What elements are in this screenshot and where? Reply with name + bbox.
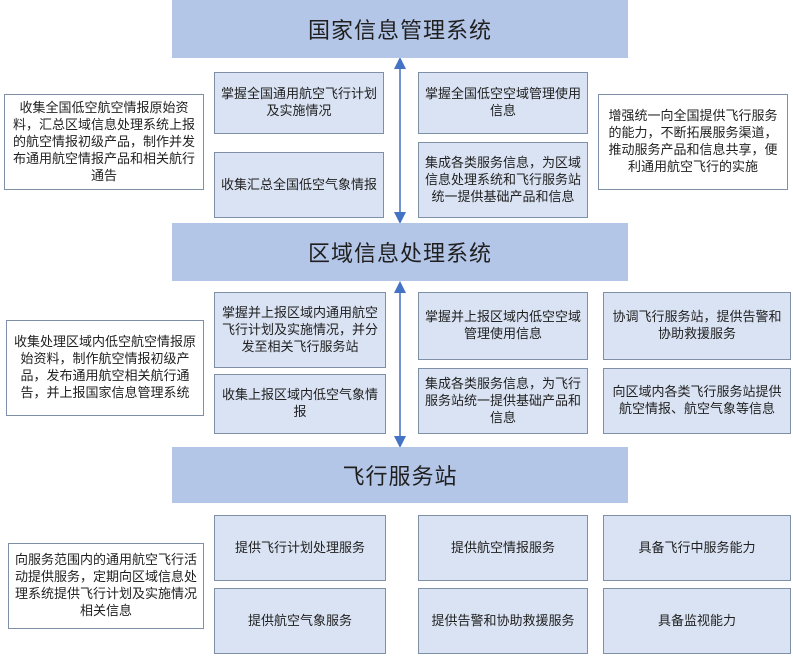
national-box-airspace: 掌握全国低空空域管理使用信息 (418, 72, 588, 134)
station-box-aeronautical-info: 提供航空情报服务 (418, 515, 588, 581)
flight-service-station-banner: 飞行服务站 (172, 447, 628, 503)
station-box-inflight-service: 具备飞行中服务能力 (603, 515, 791, 581)
regional-left-note: 收集处理区域内低空航空情报原始资料，制作航空情报初级产品，发布通用航空相关航行通… (6, 320, 204, 416)
national-box-integration: 集成各类服务信息，为区域信息处理系统和飞行服务站统一提供基础产品和信息 (418, 142, 588, 218)
regional-box-flight-plan: 掌握并上报区域内通用航空飞行计划及实施情况，并分发至相关飞行服务站 (214, 292, 386, 368)
regional-system-banner: 区域信息处理系统 (172, 223, 628, 281)
national-system-banner: 国家信息管理系统 (172, 0, 628, 58)
station-box-alert-rescue: 提供告警和协助救援服务 (418, 588, 588, 654)
station-box-surveillance: 具备监视能力 (603, 588, 791, 654)
national-right-note: 增强统一向全国提供飞行服务的能力，不断拓展服务渠道，推动服务产品和信息共享，便利… (598, 94, 788, 190)
station-box-weather: 提供航空气象服务 (214, 588, 386, 654)
station-box-flight-plan: 提供飞行计划处理服务 (214, 515, 386, 581)
regional-box-integration: 集成各类服务信息，为飞行服务站统一提供基础产品和信息 (418, 368, 588, 434)
regional-box-weather: 收集上报区域内低空气象情报 (214, 374, 386, 434)
national-box-flight-plan: 掌握全国通用航空飞行计划及实施情况 (214, 72, 384, 134)
national-box-weather: 收集汇总全国低空气象情报 (214, 152, 384, 218)
regional-box-alert-coordination: 协调飞行服务站，提供告警和协助救援服务 (603, 292, 791, 360)
regional-box-info-provision: 向区域内各类飞行服务站提供航空情报、航空气象等信息 (603, 368, 791, 434)
station-left-note: 向服务范围内的通用航空飞行活动提供服务，定期向区域信息处理系统提供飞行计划及实施… (8, 543, 204, 629)
regional-box-airspace: 掌握并上报区域内低空空域管理使用信息 (418, 292, 588, 360)
national-left-note: 收集全国低空航空情报原始资料，汇总区域信息处理系统上报的航空情报初级产品，制作并… (4, 94, 204, 190)
